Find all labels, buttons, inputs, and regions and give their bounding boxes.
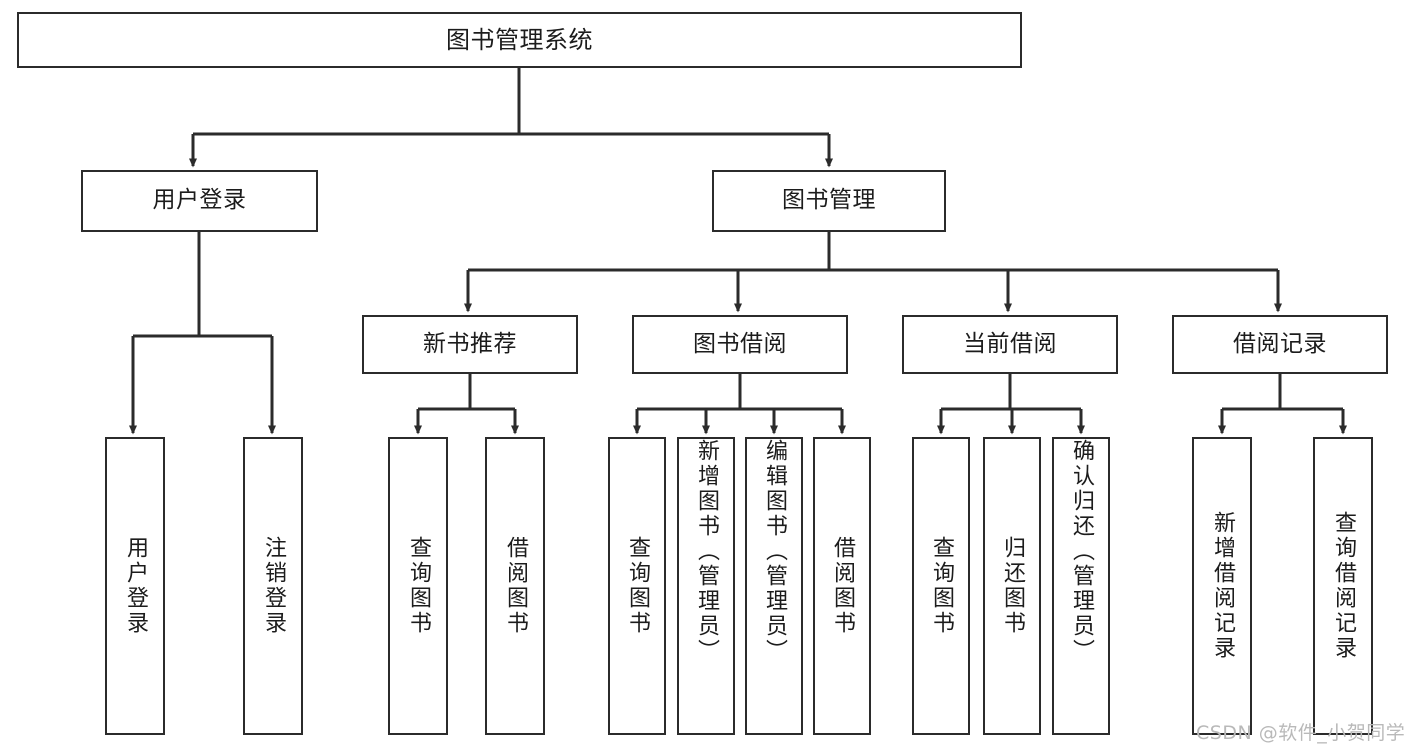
node-leaf-add-record-label: 新增借阅记录 <box>1210 511 1235 661</box>
node-book-borrow[interactable]: 图书借阅 <box>632 315 848 374</box>
node-root[interactable]: 图书管理系统 <box>17 12 1022 68</box>
node-leaf-edit-book-label: 编辑图书（管理员） <box>762 439 787 664</box>
node-user-login[interactable]: 用户登录 <box>81 170 318 232</box>
node-leaf-add-book-label: 新增图书（管理员） <box>694 439 719 664</box>
node-leaf-query-book-3-label: 查询图书 <box>929 536 954 636</box>
node-leaf-borrow-book-2-label: 借阅图书 <box>830 536 855 636</box>
node-leaf-query-record[interactable]: 查询借阅记录 <box>1313 437 1373 735</box>
node-current-borrow[interactable]: 当前借阅 <box>902 315 1118 374</box>
node-current-borrow-label: 当前借阅 <box>963 330 1057 357</box>
node-root-label: 图书管理系统 <box>446 25 593 54</box>
node-book-manage[interactable]: 图书管理 <box>712 170 946 232</box>
node-leaf-confirm-return[interactable]: 确认归还（管理员） <box>1052 437 1110 735</box>
node-leaf-borrow-book-2[interactable]: 借阅图书 <box>813 437 871 735</box>
node-leaf-query-book-2[interactable]: 查询图书 <box>608 437 666 735</box>
node-leaf-borrow-book-1[interactable]: 借阅图书 <box>485 437 545 735</box>
node-leaf-user-login[interactable]: 用户登录 <box>105 437 165 735</box>
node-leaf-user-login-label: 用户登录 <box>123 536 148 636</box>
node-user-login-label: 用户登录 <box>152 187 247 214</box>
node-borrow-record[interactable]: 借阅记录 <box>1172 315 1388 374</box>
node-leaf-query-book-1-label: 查询图书 <box>406 536 431 636</box>
node-leaf-edit-book[interactable]: 编辑图书（管理员） <box>745 437 803 735</box>
node-leaf-user-logout-label: 注销登录 <box>261 536 286 636</box>
node-leaf-add-book[interactable]: 新增图书（管理员） <box>677 437 735 735</box>
node-leaf-query-record-label: 查询借阅记录 <box>1331 511 1356 661</box>
csdn-watermark: CSDN @软件_小贺同学 <box>1196 722 1405 744</box>
node-book-borrow-label: 图书借阅 <box>693 330 787 357</box>
node-leaf-query-book-2-label: 查询图书 <box>625 536 650 636</box>
node-borrow-record-label: 借阅记录 <box>1233 330 1327 357</box>
node-leaf-query-book-3[interactable]: 查询图书 <box>912 437 970 735</box>
node-leaf-return-book-label: 归还图书 <box>1000 536 1025 636</box>
node-leaf-confirm-return-label: 确认归还（管理员） <box>1069 439 1094 664</box>
node-leaf-query-book-1[interactable]: 查询图书 <box>388 437 448 735</box>
node-leaf-add-record[interactable]: 新增借阅记录 <box>1192 437 1252 735</box>
node-leaf-return-book[interactable]: 归还图书 <box>983 437 1041 735</box>
node-new-book-rec-label: 新书推荐 <box>423 330 517 357</box>
node-book-manage-label: 图书管理 <box>782 187 876 214</box>
node-leaf-borrow-book-1-label: 借阅图书 <box>503 536 528 636</box>
node-new-book-rec[interactable]: 新书推荐 <box>362 315 578 374</box>
node-leaf-user-logout[interactable]: 注销登录 <box>243 437 303 735</box>
